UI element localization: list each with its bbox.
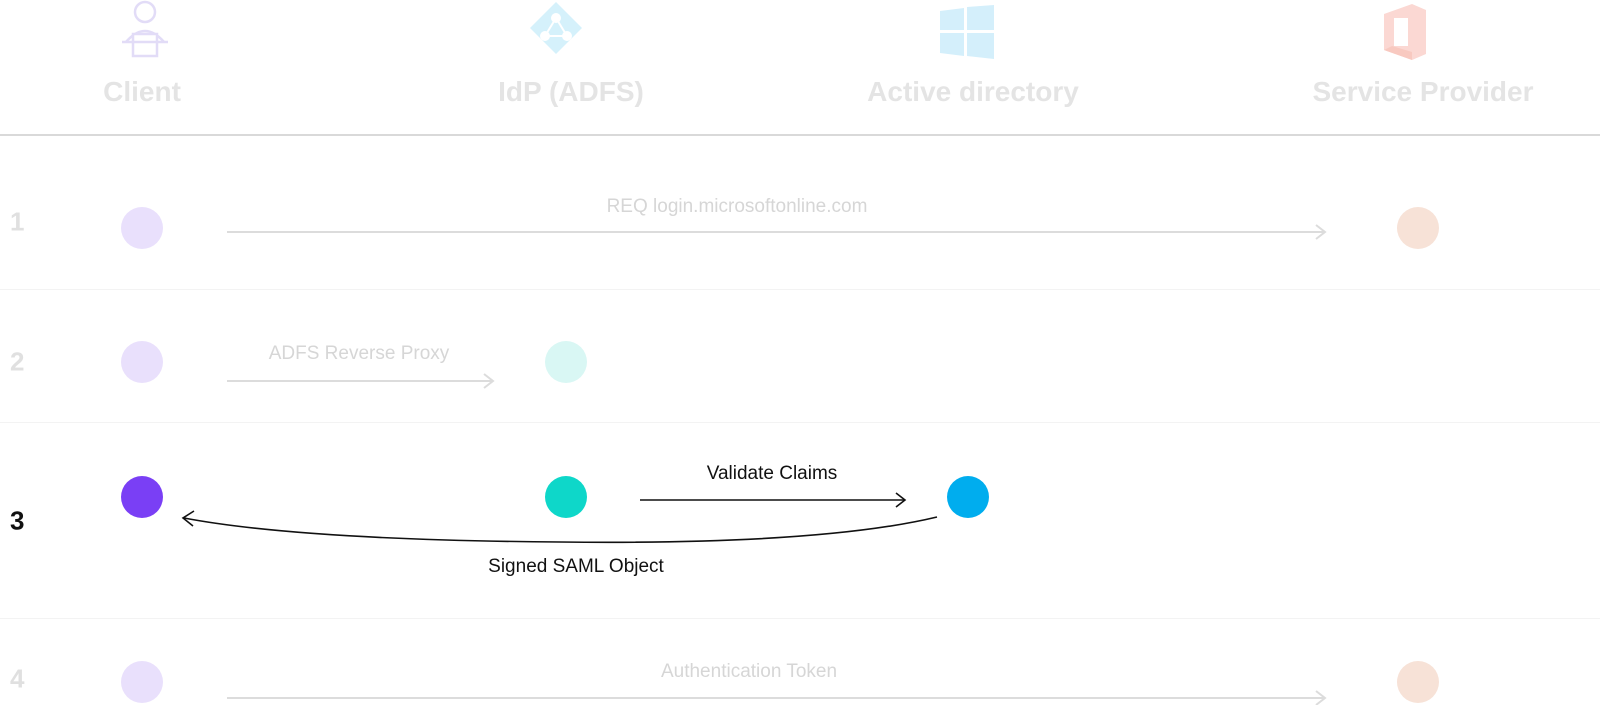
message-step-3-validate: Validate Claims bbox=[706, 463, 838, 484]
message-step-3-return: Signed SAML Object bbox=[488, 556, 664, 577]
message-step-4: Authentication Token bbox=[660, 661, 838, 682]
arrow-step-4 bbox=[227, 690, 1327, 705]
arrow-step-3-return bbox=[181, 510, 938, 544]
column-title-service-provider: Service Provider bbox=[1312, 76, 1534, 107]
office-logo-icon bbox=[1384, 4, 1426, 60]
arrow-step-2 bbox=[227, 373, 495, 389]
client-node-step-4 bbox=[121, 661, 163, 703]
active-directory-node-step-3 bbox=[947, 476, 989, 518]
service-provider-node-step-1 bbox=[1397, 207, 1439, 249]
row-divider bbox=[0, 289, 1600, 290]
step-number-2: 2 bbox=[10, 346, 25, 377]
row-divider bbox=[0, 618, 1600, 619]
user-computer-icon bbox=[122, 0, 168, 58]
client-node-step-3 bbox=[121, 476, 163, 518]
step-number-4: 4 bbox=[10, 663, 25, 694]
header-divider bbox=[0, 134, 1600, 136]
column-title-client: Client bbox=[103, 76, 181, 107]
idp-node-step-3 bbox=[545, 476, 587, 518]
adfs-network-icon bbox=[530, 2, 582, 54]
windows-logo-icon bbox=[940, 5, 994, 59]
row-divider bbox=[0, 422, 1600, 423]
client-node-step-2 bbox=[121, 341, 163, 383]
message-step-1: REQ login.microsoftonline.com bbox=[606, 196, 868, 217]
arrow-step-3-validate bbox=[640, 492, 907, 508]
idp-node-step-2 bbox=[545, 341, 587, 383]
arrow-step-1 bbox=[227, 224, 1327, 240]
step-number-3: 3 bbox=[10, 505, 25, 536]
client-node-step-1 bbox=[121, 207, 163, 249]
service-provider-node-step-4 bbox=[1397, 661, 1439, 703]
column-title-idp: IdP (ADFS) bbox=[498, 76, 644, 107]
message-step-2: ADFS Reverse Proxy bbox=[268, 343, 450, 364]
column-title-active-directory: Active directory bbox=[867, 76, 1079, 107]
step-number-1: 1 bbox=[10, 206, 25, 237]
